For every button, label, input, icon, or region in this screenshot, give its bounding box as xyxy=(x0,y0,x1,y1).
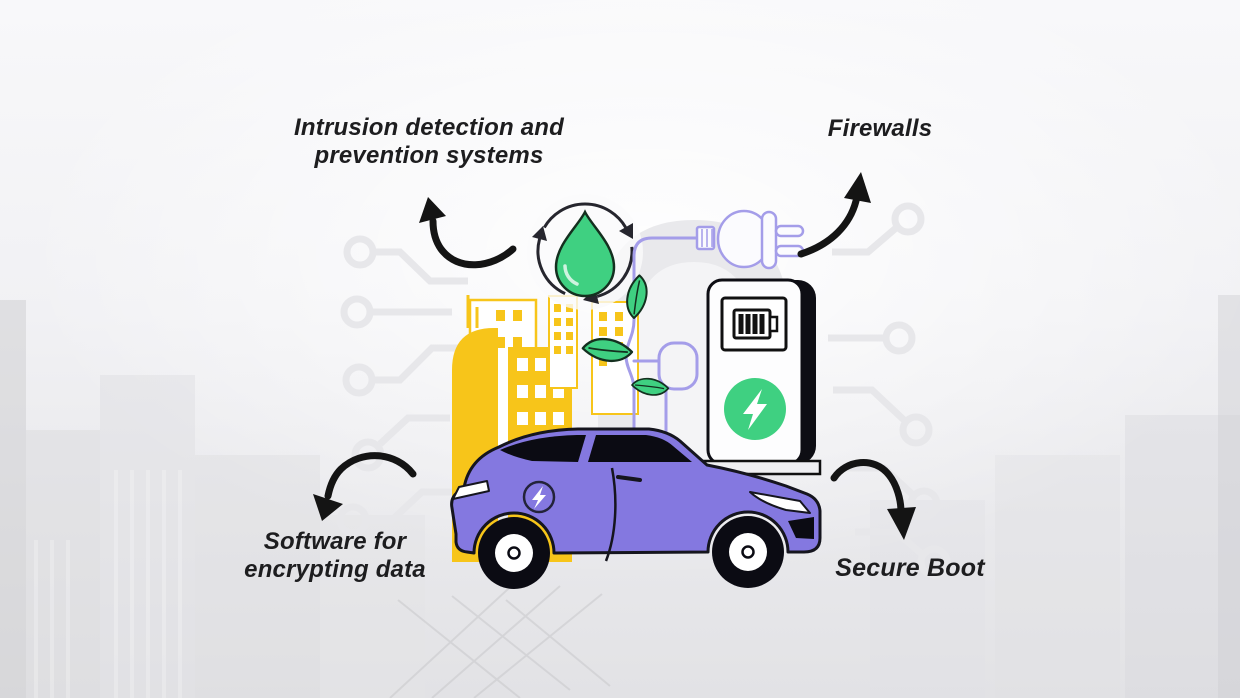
car-front-intake xyxy=(788,517,814,539)
label-firewalls: Firewalls xyxy=(827,115,933,142)
label-software-encrypting-data: Software for encrypting data xyxy=(244,528,426,584)
building-windows xyxy=(554,304,573,354)
arrow-software xyxy=(313,452,417,521)
electric-car xyxy=(450,427,822,589)
battery-level-icon xyxy=(732,308,779,340)
power-plug-icon xyxy=(695,209,805,270)
plug-cord-ridges xyxy=(701,229,713,247)
label-intrusion-detection: Intrusion detection and prevention syste… xyxy=(294,114,564,170)
leaf-icon xyxy=(581,274,670,396)
lattice-lines xyxy=(389,577,611,698)
droplet-highlight xyxy=(563,264,579,286)
car-door-handle xyxy=(616,475,642,482)
car-rear-wheel xyxy=(478,517,550,589)
lightning-bolt-icon xyxy=(743,389,767,430)
background-cityscape xyxy=(0,295,1240,698)
arrow-secure-boot xyxy=(830,459,916,540)
car-front-wheel xyxy=(712,516,784,588)
label-secure-boot: Secure Boot xyxy=(835,554,985,582)
car-taillight xyxy=(452,480,490,500)
circuit-traces xyxy=(336,202,951,579)
water-droplet xyxy=(554,209,616,298)
charge-port-bolt-icon xyxy=(522,480,556,514)
facade-stripes xyxy=(34,470,182,698)
car-headlight xyxy=(749,491,811,514)
car-door-seam xyxy=(604,467,617,562)
arrow-intrusion xyxy=(419,197,517,269)
car-front-window xyxy=(588,435,692,462)
ev-charging-station xyxy=(696,278,822,476)
recycle-arrows xyxy=(536,202,634,298)
antennas xyxy=(466,295,479,328)
recycle-water-droplet-icon xyxy=(527,194,643,310)
car-rear-window xyxy=(500,435,586,462)
annotation-arrows xyxy=(313,172,916,540)
arrow-firewalls xyxy=(797,172,871,258)
